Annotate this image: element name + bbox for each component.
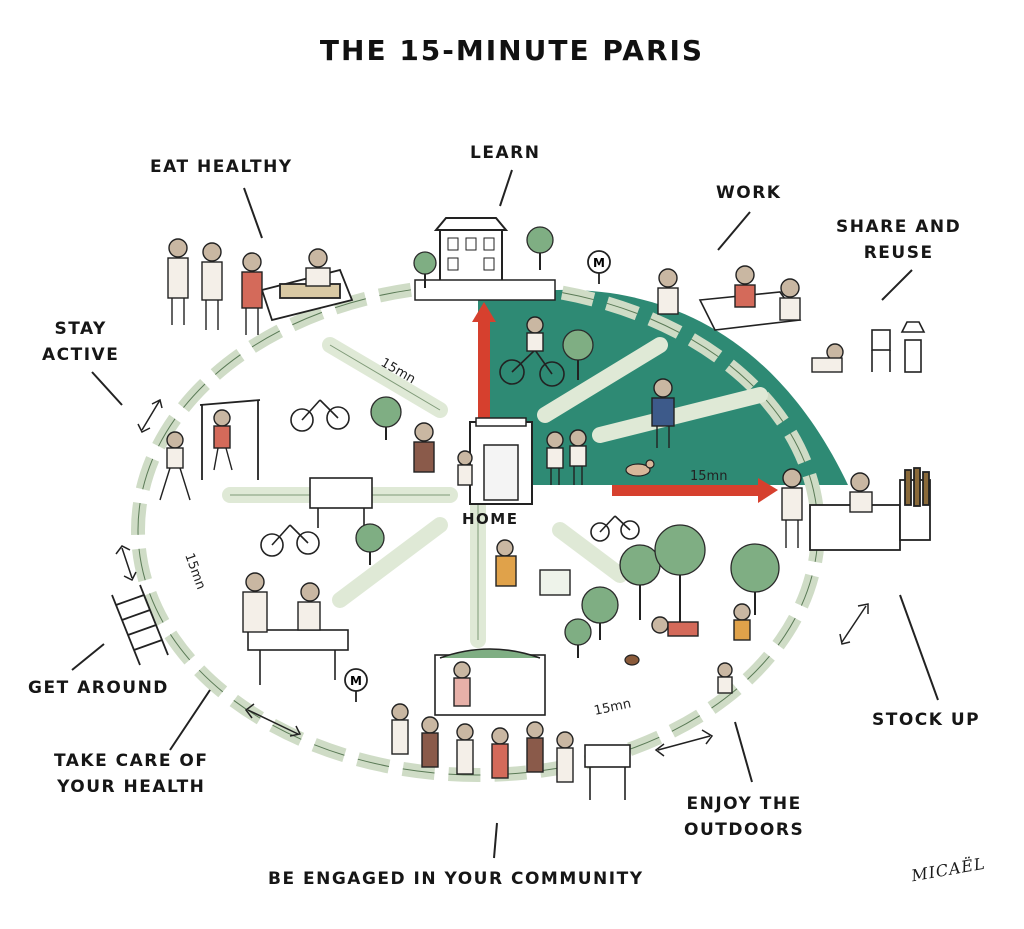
label-take-care: TAKE CARE OF YOUR HEALTH	[54, 748, 208, 800]
label-stock-up: STOCK UP	[872, 710, 981, 730]
people-health	[242, 572, 321, 633]
label-work: WORK	[716, 183, 782, 203]
people-community	[391, 661, 574, 783]
doctor-table	[247, 629, 349, 685]
metro-sign-south: M	[344, 668, 368, 702]
people-work	[657, 265, 801, 321]
label-enjoy-outdoors: ENJOY THE OUTDOORS	[684, 791, 804, 843]
school-building	[414, 217, 556, 301]
metro-sign-north: M	[587, 250, 611, 284]
red-arrow-right	[612, 478, 778, 503]
label-community: BE ENGAGED IN YOUR COMMUNITY	[268, 869, 644, 889]
pullup-bar	[199, 399, 261, 480]
label-take-care-line1: TAKE CARE OF	[54, 751, 209, 771]
label-learn: LEARN	[470, 143, 541, 163]
trees	[355, 226, 780, 658]
ladder	[111, 584, 169, 666]
foosball-table	[309, 477, 373, 528]
label-enjoy-line2: OUTDOORS	[684, 820, 805, 840]
svg-text:M: M	[593, 256, 605, 270]
people-left	[159, 409, 473, 501]
people-market	[167, 238, 331, 335]
dogs	[624, 459, 655, 666]
label-get-around: GET AROUND	[28, 678, 169, 698]
people-shop	[781, 468, 873, 548]
label-share-reuse: SHARE AND REUSE	[836, 214, 961, 266]
label-share-reuse-line2: REUSE	[863, 243, 934, 263]
ring-arrows	[115, 398, 869, 757]
distance-label-east: 15mn	[690, 469, 727, 484]
bicycles	[260, 349, 640, 557]
label-stay-active-line2: ACTIVE	[42, 345, 120, 365]
label-share-reuse-line1: SHARE AND	[836, 217, 962, 237]
label-enjoy-line1: ENJOY THE	[686, 794, 802, 814]
label-take-care-line2: YOUR HEALTH	[57, 777, 206, 797]
red-arrow-up	[472, 302, 496, 430]
label-stay-active: STAY ACTIVE	[42, 316, 119, 368]
label-eat-healthy: EAT HEALTHY	[150, 157, 293, 177]
leader-lines	[71, 169, 939, 859]
puppet-theatre	[434, 648, 546, 716]
people-green-area	[526, 316, 675, 485]
label-stay-active-line1: STAY	[54, 319, 107, 339]
distance-label-south: 15mn	[593, 696, 633, 718]
people-street	[495, 539, 571, 596]
furniture	[871, 321, 926, 373]
people	[159, 238, 873, 783]
home-label: HOME	[462, 510, 519, 528]
people-reuse	[811, 343, 844, 373]
people-outdoors	[651, 603, 751, 694]
diagram-title: THE 15-MINUTE PARIS	[319, 34, 705, 67]
home-building	[469, 417, 533, 505]
distance-label-west: 15mn	[181, 551, 208, 591]
svg-text:M: M	[350, 674, 362, 688]
noticeboard	[584, 744, 631, 800]
